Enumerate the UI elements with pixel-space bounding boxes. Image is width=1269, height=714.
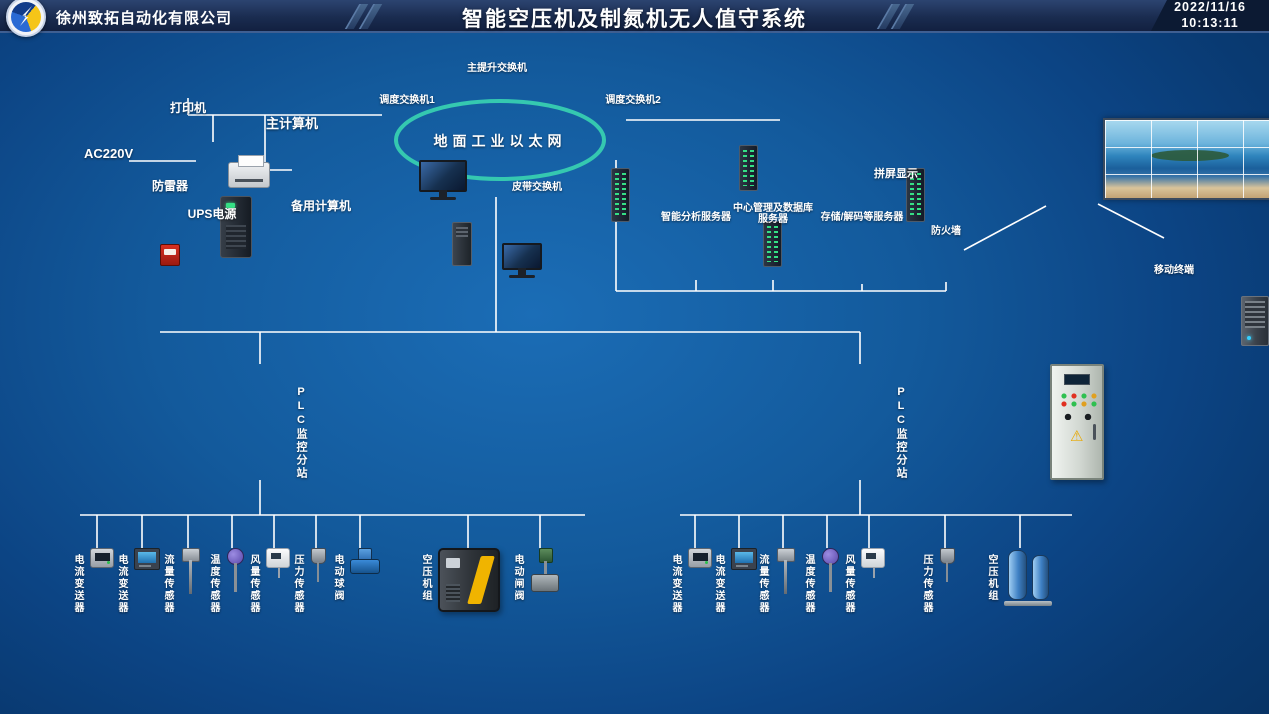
temperature-sensor-icon bbox=[821, 548, 839, 594]
plc-cabinet-icon[interactable] bbox=[1049, 364, 1104, 480]
flow-sensor-icon bbox=[775, 548, 795, 596]
db-server-label-line2: 服务器 bbox=[758, 214, 788, 225]
plc-screen bbox=[1063, 374, 1090, 385]
device-label: 流量传感器 bbox=[162, 554, 173, 614]
device-label: 电动球阀 bbox=[332, 554, 343, 602]
firewall-label: 防火墙 bbox=[931, 226, 961, 237]
belt-switch-label: 皮带交换机 bbox=[512, 182, 562, 193]
backup-computer-monitor-icon[interactable] bbox=[502, 243, 543, 270]
hoist-switch-icon[interactable] bbox=[739, 145, 759, 191]
current-transmitter-icon bbox=[731, 548, 757, 570]
device-label: 空压机组 bbox=[420, 554, 431, 602]
dispatch-switch-2-label: 调度交换机2 bbox=[605, 95, 661, 106]
device-label: 风量传感器 bbox=[843, 554, 854, 614]
device-label: 流量传感器 bbox=[757, 554, 768, 614]
field-device[interactable]: 空压机组 bbox=[986, 548, 1056, 606]
surge-protector-label: 防雷器 bbox=[151, 179, 188, 193]
device-label: 温度传感器 bbox=[803, 554, 814, 614]
backup-computer-label: 备用计算机 bbox=[290, 199, 351, 213]
field-device[interactable]: 电流变送器 bbox=[713, 548, 757, 614]
field-device[interactable]: 空压机组 bbox=[420, 548, 500, 612]
device-label: 电流变送器 bbox=[670, 554, 681, 614]
main-computer-icon[interactable] bbox=[419, 160, 468, 192]
datetime-display: 2022/11/16 10:13:11 bbox=[1151, 0, 1269, 31]
device-label: 温度传感器 bbox=[208, 554, 219, 614]
ups-label: UPS电源 bbox=[187, 207, 237, 221]
main-computer-label: 主计算机 bbox=[265, 116, 318, 131]
current-transmitter-icon bbox=[90, 548, 114, 568]
plc-door-handle bbox=[1092, 424, 1096, 440]
warning-icon bbox=[1068, 428, 1086, 444]
printer-label: 打印机 bbox=[169, 101, 206, 115]
field-device[interactable]: 电动闸阀 bbox=[512, 548, 560, 602]
video-wall-label: 拼屏显示 bbox=[874, 168, 918, 180]
air-compressor-icon bbox=[438, 548, 500, 612]
plc-indicator-lights bbox=[1058, 392, 1099, 408]
plc-right-label: PLC监控分站 bbox=[895, 386, 907, 480]
device-label: 压力传感器 bbox=[921, 554, 932, 614]
device-label: 压力传感器 bbox=[292, 554, 303, 614]
hoist-switch-label: 主提升交换机 bbox=[467, 63, 527, 74]
valve-stem bbox=[544, 561, 547, 576]
pressure-sensor-icon bbox=[310, 548, 326, 584]
dispatch-switch-2-icon[interactable] bbox=[906, 168, 926, 222]
device-label: 电流变送器 bbox=[72, 554, 83, 614]
belt-switch-icon[interactable] bbox=[762, 221, 782, 267]
field-device[interactable]: 风量传感器 bbox=[248, 548, 290, 614]
device-label: 风量传感器 bbox=[248, 554, 259, 614]
flow-sensor-icon bbox=[180, 548, 200, 596]
ai-server-icon[interactable] bbox=[1240, 296, 1269, 346]
field-device[interactable]: 温度传感器 bbox=[803, 548, 839, 614]
plc-left-label: PLC监控分站 bbox=[295, 386, 307, 480]
device-label: 空压机组 bbox=[986, 554, 997, 602]
air-flow-sensor-icon bbox=[861, 548, 885, 578]
air-flow-sensor-icon bbox=[266, 548, 290, 578]
dispatch-switch-1-label: 调度交换机1 bbox=[379, 95, 435, 106]
compressor-panel bbox=[446, 558, 460, 568]
mobile-terminal-label: 移动终端 bbox=[1154, 265, 1194, 276]
time-text: 10:13:11 bbox=[1181, 15, 1239, 30]
system-title: 智能空压机及制氮机无人值守系统 bbox=[462, 8, 807, 31]
pressure-sensor-icon bbox=[939, 548, 955, 584]
temperature-sensor-icon bbox=[226, 548, 244, 594]
current-transmitter-icon bbox=[688, 548, 712, 568]
plc-knobs bbox=[1063, 413, 1094, 420]
ai-server-label: 智能分析服务器 bbox=[661, 212, 731, 223]
header-bar: 徐州致拓自动化有限公司 智能空压机及制氮机无人值守系统 2022/11/16 1… bbox=[0, 0, 1269, 37]
backup-computer-tower-icon[interactable] bbox=[451, 222, 472, 266]
field-device[interactable]: 流量传感器 bbox=[162, 548, 200, 614]
current-transmitter-icon bbox=[134, 548, 160, 570]
video-wall-icon[interactable] bbox=[1102, 118, 1269, 200]
field-device[interactable]: 风量传感器 bbox=[843, 548, 885, 614]
date-text: 2022/11/16 bbox=[1174, 0, 1246, 14]
field-device[interactable]: 电流变送器 bbox=[670, 548, 712, 614]
field-device[interactable]: 电流变送器 bbox=[116, 548, 160, 614]
field-device[interactable]: 压力传感器 bbox=[292, 548, 326, 614]
ups-tower-icon[interactable] bbox=[220, 196, 253, 258]
field-device[interactable]: 温度传感器 bbox=[208, 548, 244, 614]
company-name: 徐州致拓自动化有限公司 bbox=[56, 10, 233, 27]
storage-server-label: 存储/解码等服务器 bbox=[820, 212, 904, 223]
electric-ball-valve-icon bbox=[350, 548, 380, 574]
tank-base bbox=[1004, 601, 1052, 606]
field-device[interactable]: 电动球阀 bbox=[332, 548, 380, 602]
nitrogen-generator-icon bbox=[1004, 548, 1056, 606]
device-label: 电流变送器 bbox=[116, 554, 127, 614]
ac-power-label: AC220V bbox=[84, 146, 134, 161]
dispatch-switch-1-icon[interactable] bbox=[610, 168, 630, 222]
field-device[interactable]: 压力传感器 bbox=[921, 548, 955, 614]
ethernet-ring-label: 地面工业以太网 bbox=[433, 133, 567, 149]
device-label: 电动闸阀 bbox=[512, 554, 523, 602]
surge-protector-icon[interactable] bbox=[160, 244, 180, 266]
field-device[interactable]: 流量传感器 bbox=[757, 548, 795, 614]
db-server-label-line1: 中心管理及数据库 bbox=[733, 203, 813, 214]
printer-icon[interactable] bbox=[227, 155, 270, 188]
device-label: 电流变送器 bbox=[713, 554, 724, 614]
company-logo-icon bbox=[6, 0, 46, 37]
electric-gate-valve-icon bbox=[530, 548, 560, 592]
field-device[interactable]: 电流变送器 bbox=[72, 548, 114, 614]
